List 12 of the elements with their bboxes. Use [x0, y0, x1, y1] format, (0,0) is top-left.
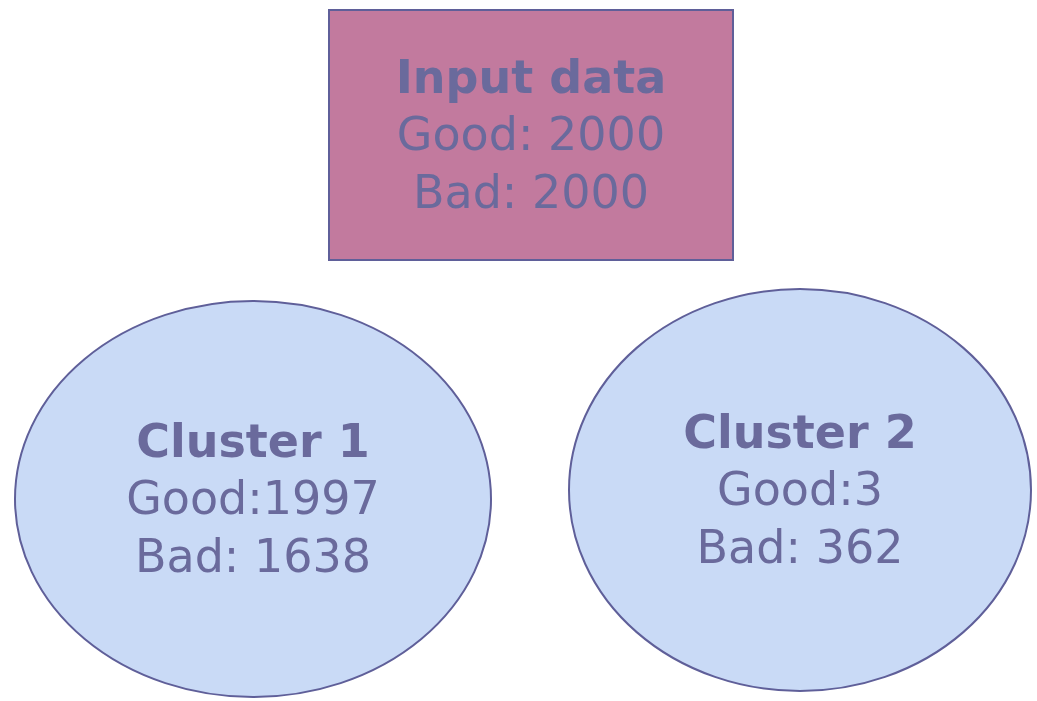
node-heading: Cluster 1: [136, 412, 370, 470]
process-box: [328, 9, 734, 261]
node-heading: Cluster 2: [683, 403, 917, 461]
node-heading: Input data: [395, 48, 667, 106]
cluster-ellipse: [14, 300, 492, 698]
cluster-ellipse: [568, 288, 1032, 692]
node-text: Good:1997: [126, 470, 380, 528]
node-text: Good:3: [717, 461, 883, 519]
node-text: Good: 2000: [396, 106, 666, 164]
node-text: Bad: 2000: [412, 163, 650, 221]
node-text: Bad: 362: [696, 518, 904, 576]
node-text: Bad: 1638: [134, 527, 372, 585]
